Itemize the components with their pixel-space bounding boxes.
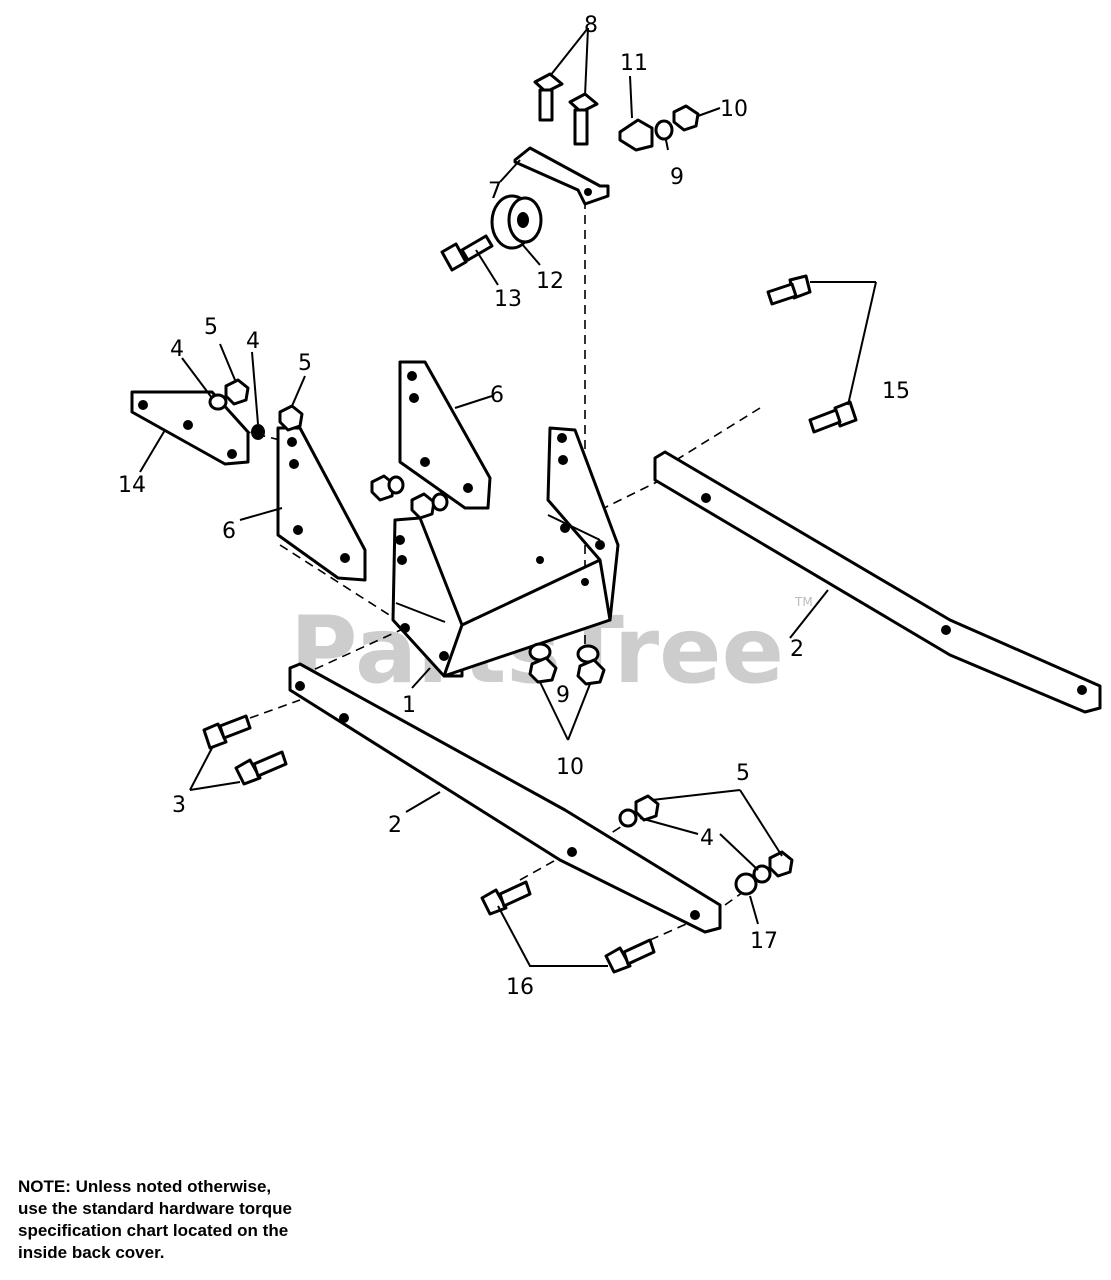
leader-lines <box>139 27 877 967</box>
callout-9-bottom: 9 <box>556 683 570 708</box>
note-line-4: inside back cover. <box>18 1243 165 1262</box>
callout-2-lower: 2 <box>388 813 402 838</box>
callout-5-plate: 5 <box>298 351 312 376</box>
callout-3: 3 <box>172 793 186 818</box>
callout-11: 11 <box>620 51 648 76</box>
callout-13: 13 <box>494 287 522 312</box>
callout-12: 12 <box>536 269 564 294</box>
bolt-15b <box>808 400 858 434</box>
callout-1: 1 <box>402 693 416 718</box>
bolt-16b <box>604 938 656 974</box>
callout-4-strap: 4 <box>170 337 184 362</box>
callout-9-top: 9 <box>670 165 684 190</box>
callout-labels: 1 2 2 3 4 4 4 5 5 5 6 6 7 8 9 9 10 10 11… <box>118 13 910 1000</box>
callout-17: 17 <box>750 929 778 954</box>
bolt-3a <box>202 714 252 750</box>
callout-6-left: 6 <box>222 519 236 544</box>
bolt-8b <box>568 92 599 146</box>
strap <box>130 390 250 466</box>
main-bracket <box>391 426 620 678</box>
callout-10-top: 10 <box>720 97 748 122</box>
alignment-lines <box>139 200 761 941</box>
note-line-1: NOTE: Unless noted otherwise, <box>18 1177 272 1196</box>
rail-right <box>653 450 1102 714</box>
callout-2-right: 2 <box>790 637 804 662</box>
callout-10-bottom: 10 <box>556 755 584 780</box>
callout-16: 16 <box>506 975 534 1000</box>
bolts <box>202 72 858 974</box>
note-line-3: specification chart located on the <box>18 1221 289 1240</box>
callout-5-rail: 5 <box>736 761 750 786</box>
bolt-16a <box>480 880 532 916</box>
rail-lower <box>288 662 722 934</box>
torque-note: NOTE: Unless noted otherwise, use the st… <box>18 1176 378 1264</box>
note-line-2: use the standard hardware torque <box>18 1199 292 1218</box>
idler-bracket <box>513 146 610 206</box>
side-plate-center <box>398 360 492 510</box>
callout-14: 14 <box>118 473 146 498</box>
bolt-13 <box>440 234 494 272</box>
callout-15: 15 <box>882 379 910 404</box>
callout-4-plate: 4 <box>246 329 260 354</box>
callout-8: 8 <box>584 13 598 38</box>
side-plate-left <box>276 426 367 582</box>
bolt-15a <box>766 274 812 306</box>
idler-pulley <box>490 194 543 250</box>
bolt-3b <box>234 750 288 786</box>
bolt-8a <box>533 72 564 122</box>
watermark-trademark: TM <box>794 595 813 609</box>
callout-7: 7 <box>488 179 502 204</box>
callout-4-rail: 4 <box>700 826 714 851</box>
callout-6-center: 6 <box>490 383 504 408</box>
nuts-and-washers <box>208 104 794 896</box>
callout-5-strap: 5 <box>204 315 218 340</box>
